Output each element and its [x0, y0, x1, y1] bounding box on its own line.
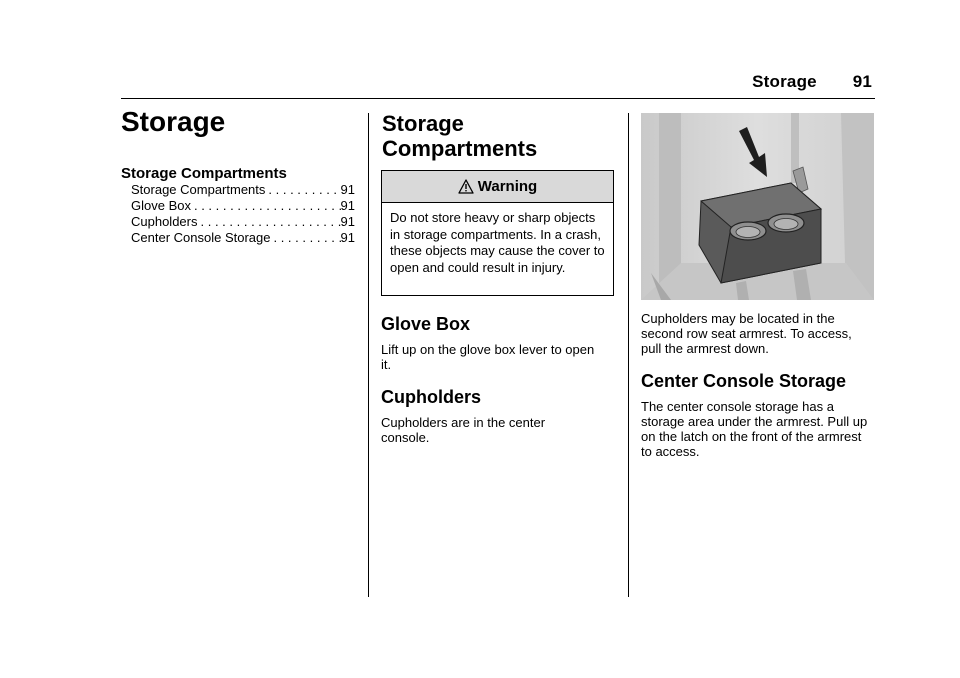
warning-text: Do not store heavy or sharp objects in s…	[390, 210, 605, 275]
toc-entry-label: Cupholders	[131, 214, 198, 229]
toc-leader-dots	[270, 230, 340, 246]
toc-entry-label: Center Console Storage	[131, 230, 271, 245]
warning-header: Warning	[382, 171, 613, 203]
toc-entry-page: 91	[340, 214, 355, 229]
header-rule	[121, 98, 875, 99]
toc-entry-label: Glove Box	[131, 198, 191, 213]
toc-heading: Storage Compartments	[121, 165, 287, 182]
armrest-cupholder-photo	[641, 113, 874, 300]
cupholders-text: Cupholders are in the center console.	[381, 415, 546, 445]
warning-title: Warning	[477, 178, 538, 195]
header-title: Storage	[752, 72, 817, 91]
page-number: 91	[852, 72, 872, 91]
column-divider-2	[628, 113, 629, 597]
toc-entry-label: Storage Compartments	[131, 182, 266, 197]
toc-leader-dots	[198, 214, 341, 230]
section-title: Storage Compartments	[382, 111, 602, 161]
toc-entry-storage-compartments[interactable]: Storage Compartments 91	[131, 182, 355, 198]
warning-icon	[458, 179, 474, 194]
toc-entry-glove-box[interactable]: Glove Box 91	[131, 198, 355, 214]
center-console-heading: Center Console Storage	[641, 371, 847, 391]
toc-entry-page: 91	[340, 198, 355, 213]
toc-leader-dots	[265, 182, 340, 198]
toc-entry-center-console-storage[interactable]: Center Console Storage 91	[131, 230, 355, 246]
section-title-line2: Compartments	[382, 136, 538, 161]
glove-box-text: Lift up on the glove box lever to open i…	[381, 342, 595, 372]
toc-leader-dots	[191, 198, 341, 214]
section-title-line1: Storage	[382, 111, 464, 136]
page-header: Storage 91	[752, 72, 872, 92]
glove-box-heading: Glove Box	[381, 314, 471, 334]
chapter-title: Storage	[121, 106, 226, 137]
toc-entry-page: 91	[340, 182, 355, 197]
column-divider-1	[368, 113, 369, 597]
cupholders-heading: Cupholders	[381, 387, 482, 407]
photo-caption: Cupholders may be located in the second …	[641, 311, 852, 356]
table-of-contents: Storage Compartments 91 Glove Box 91 Cup…	[131, 182, 355, 246]
toc-entry-page: 91	[340, 230, 355, 245]
armrest-illustration	[641, 113, 874, 300]
center-console-text: The center console storage has a storage…	[641, 399, 868, 459]
toc-entry-cupholders[interactable]: Cupholders 91	[131, 214, 355, 230]
warning-box: Warning Do not store heavy or sharp obje…	[381, 170, 614, 296]
